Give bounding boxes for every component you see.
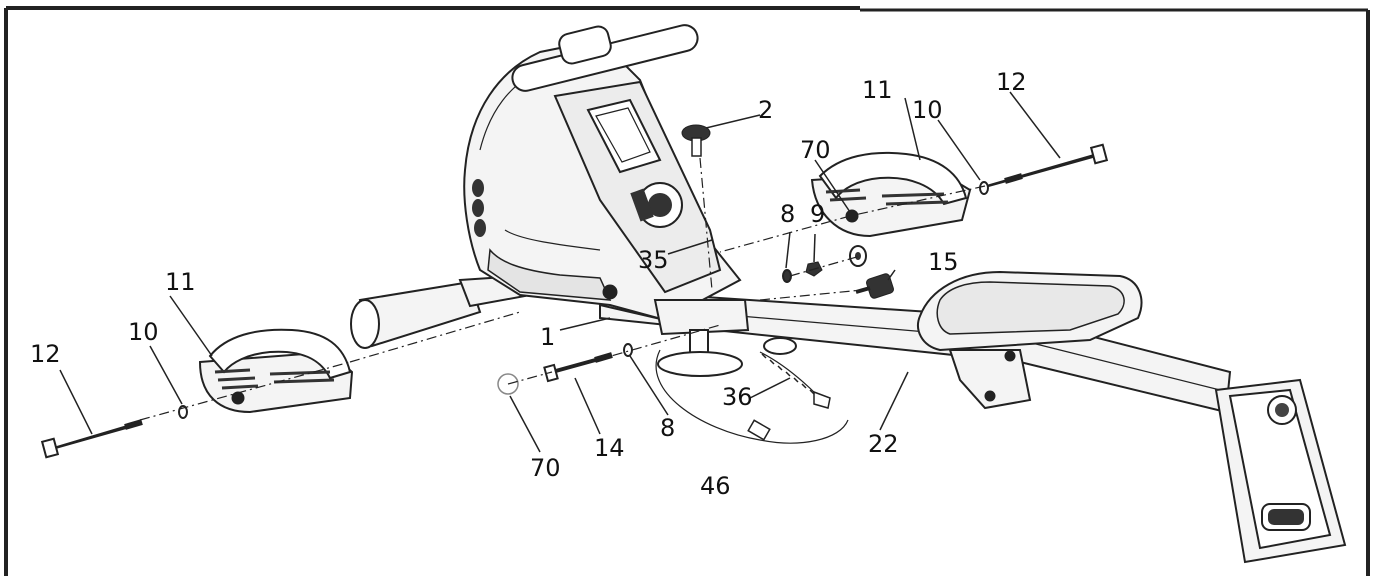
seat [917,270,1143,410]
leader-lines [59,91,1061,453]
label-part-9: 9 [810,200,825,228]
left-pedal [198,328,354,414]
label-part-8-bottom: 8 [660,414,675,442]
label-part-22: 22 [868,430,899,458]
label-part-70-bottom: 70 [530,454,561,482]
label-part-10-right: 10 [912,96,943,124]
label-part-11-left: 11 [165,268,196,296]
right-pedal [810,151,972,238]
assembly-lines [139,157,986,421]
label-part-46: 46 [700,472,731,500]
label-part-12-right: 12 [996,68,1027,96]
label-part-12-left: 12 [30,340,61,368]
center-support [657,329,797,377]
label-part-10-left: 10 [128,318,159,346]
label-part-1: 1 [540,323,555,351]
diagram-border [4,6,1370,576]
label-part-8-top: 8 [780,200,795,228]
rear-stabilizer [1214,378,1347,564]
label-part-36: 36 [722,383,753,411]
front-housing [463,24,750,336]
label-part-11-right: 11 [862,76,893,104]
label-part-15: 15 [928,248,959,276]
front-stabilizer-tube [350,274,527,349]
label-part-2: 2 [758,96,773,124]
label-part-70-top: 70 [800,136,831,164]
part-labels: 2 11 10 12 70 8 9 15 35 1 11 12 10 36 14… [30,68,1027,500]
label-part-14: 14 [594,434,625,462]
hardware [40,124,1109,459]
label-part-35: 35 [638,246,669,274]
